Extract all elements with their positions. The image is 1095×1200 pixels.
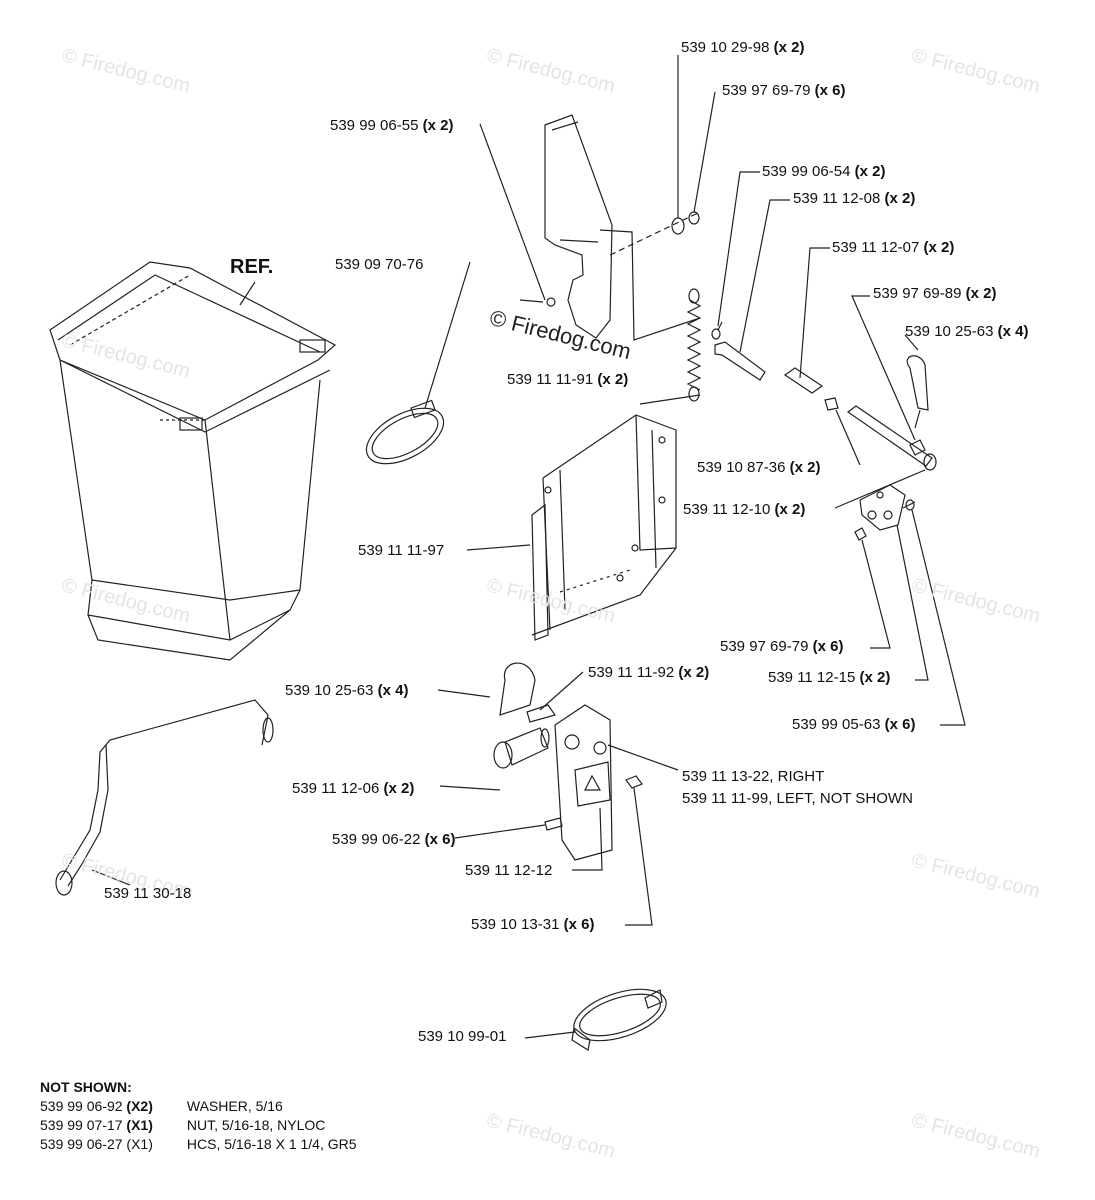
latch-plate-illustration — [554, 704, 613, 861]
part-callout: 539 97 69-79 (x 6) — [722, 82, 846, 99]
pin-illustration — [493, 727, 550, 769]
part-callout: 539 10 99-01 — [418, 1028, 507, 1045]
part-callout: 539 11 30-18 — [104, 885, 192, 902]
not-shown-heading: NOT SHOWN: — [40, 1079, 132, 1095]
part-callout: 539 11 11-97 — [358, 542, 445, 559]
part-callout: 539 11 12-15 (x 2) — [768, 669, 891, 686]
part-callout: 539 99 06-22 (x 6) — [332, 831, 456, 848]
part-callout: 539 11 11-91 (x 2) — [507, 371, 629, 388]
part-callout: 539 99 06-54 (x 2) — [762, 163, 886, 180]
part-callout: 539 11 11-92 (x 2) — [588, 664, 710, 681]
grass-bag-illustration — [49, 261, 337, 661]
part-callout: 539 97 69-89 (x 2) — [873, 285, 997, 302]
part-callout: 539 97 69-79 (x 6) — [720, 638, 844, 655]
not-shown-item: 539 99 06-27 (X1) HCS, 5/16-18 X 1 1/4, … — [40, 1136, 357, 1152]
part-callout: 539 11 12-08 (x 2) — [793, 190, 916, 207]
part-callout: 539 11 12-07 (x 2) — [832, 239, 955, 256]
bracket-plate-illustration — [519, 114, 701, 341]
part-callout: 539 10 25-63 (x 4) — [285, 682, 409, 699]
part-callout: 539 11 12-06 (x 2) — [292, 780, 415, 797]
part-callout: 539 10 13-31 (x 6) — [471, 916, 595, 933]
spring-illustration — [686, 288, 702, 402]
ref-label: REF. — [230, 256, 274, 278]
part-callout: 539 10 87-36 (x 2) — [697, 459, 821, 476]
part-callout: 539 11 12-10 (x 2) — [683, 501, 806, 518]
part-callout: 539 11 13-22, RIGHT — [682, 768, 825, 785]
part-callout: 539 11 11-99, LEFT, NOT SHOWN — [682, 790, 913, 807]
not-shown-list: NOT SHOWN: 539 99 06-92 (X2) WASHER, 5/1… — [40, 1078, 357, 1154]
part-callout: 539 09 70-76 — [335, 256, 424, 273]
not-shown-item: 539 99 06-92 (X2) WASHER, 5/16 — [40, 1098, 283, 1114]
handle-rod-illustration — [55, 699, 274, 896]
part-callout: 539 10 29-98 (x 2) — [681, 39, 805, 56]
mounting-plate-illustration — [531, 414, 677, 641]
part-callout: 539 99 05-63 (x 6) — [792, 716, 916, 733]
part-callout: 539 10 25-63 (x 4) — [905, 323, 1029, 340]
part-callout: 539 11 12-12 — [465, 862, 553, 879]
part-callout: 539 99 06-55 (x 2) — [330, 117, 454, 134]
not-shown-item: 539 99 07-17 (X1) NUT, 5/16-18, NYLOC — [40, 1117, 326, 1133]
